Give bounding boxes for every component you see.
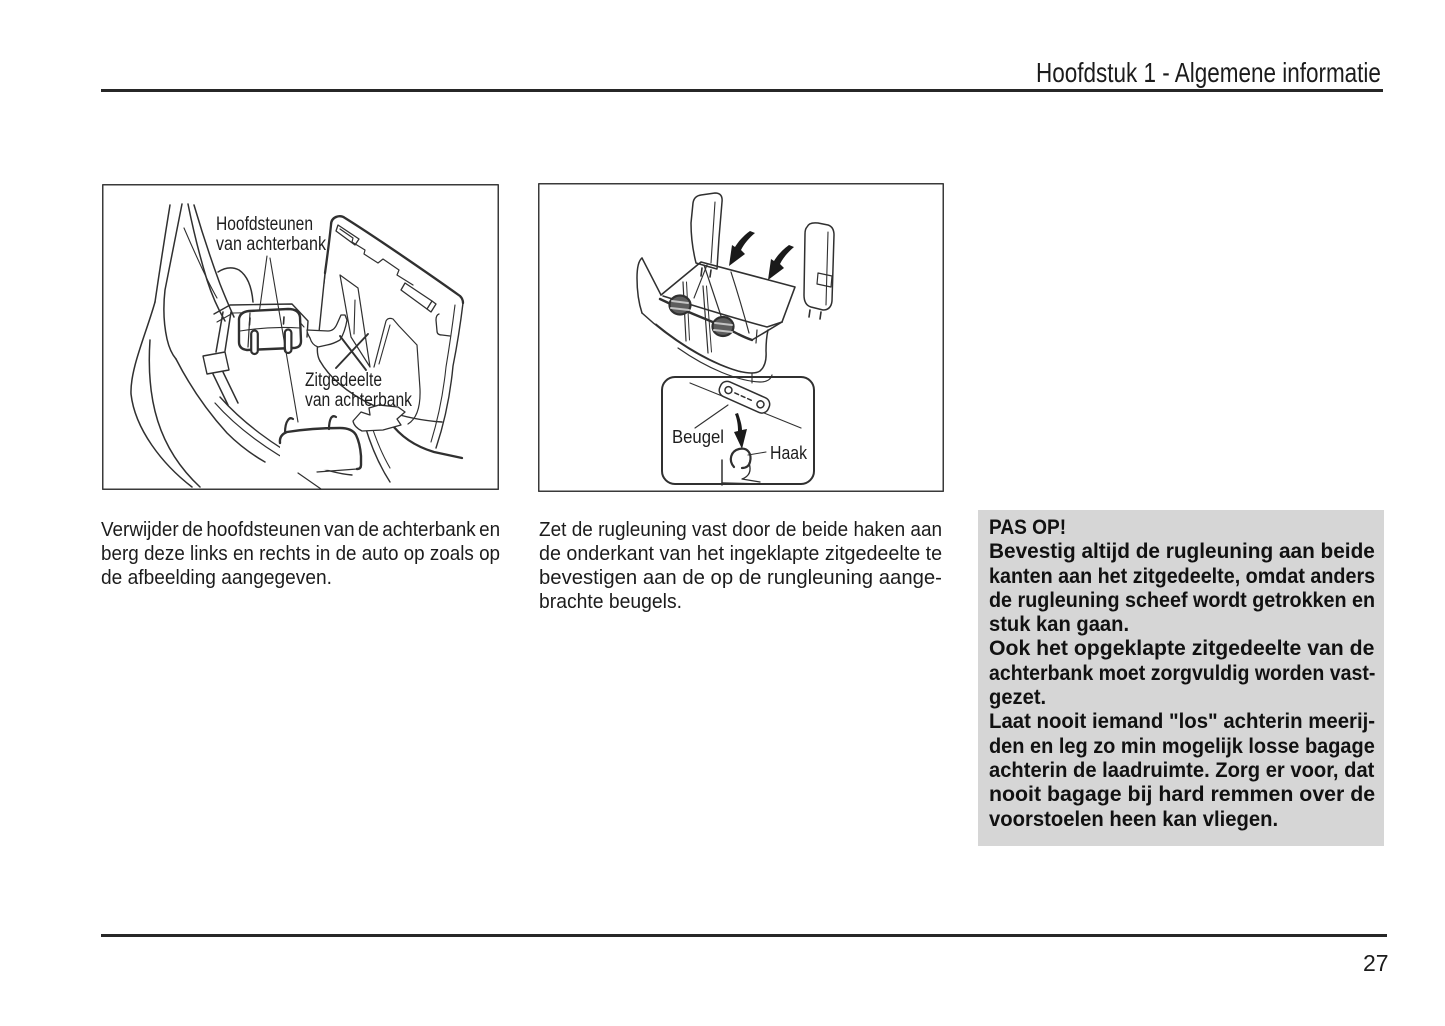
svg-text:Hoofdsteunen: Hoofdsteunen: [216, 214, 313, 235]
svg-text:Beugel: Beugel: [672, 427, 724, 447]
svg-text:Haak: Haak: [770, 443, 808, 463]
svg-text:Zitgedeelte: Zitgedeelte: [305, 370, 382, 391]
svg-text:van achterbank: van achterbank: [216, 234, 326, 255]
svg-text:van achterbank: van achterbank: [305, 390, 412, 411]
